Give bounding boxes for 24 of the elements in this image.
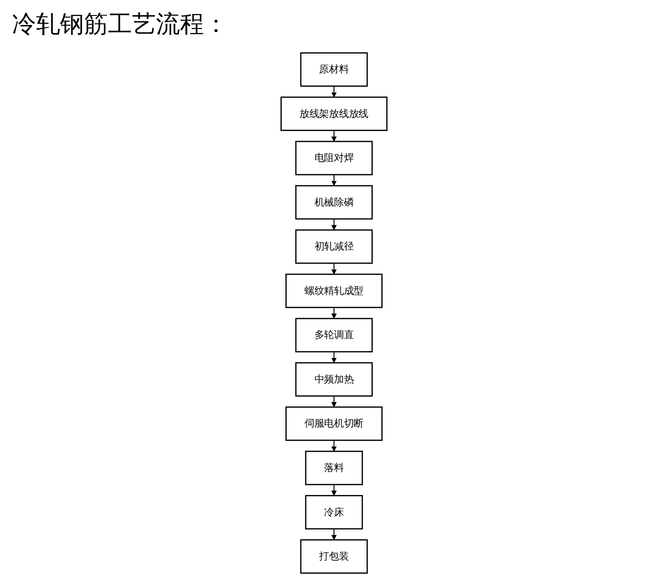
node-box: 螺纹精轧成型 (285, 274, 383, 308)
node-box: 原材料 (300, 52, 368, 87)
arrow (331, 440, 337, 452)
arrow (331, 396, 337, 408)
node-box: 伺服电机切断 (285, 406, 383, 441)
arrow (331, 130, 337, 142)
arrow (331, 351, 337, 364)
node-box: 机械除磷 (295, 185, 373, 220)
arrow (331, 528, 337, 540)
node-box: 打包装 (300, 539, 368, 574)
diagram-title: 冷轧钢筋工艺流程： (11, 9, 229, 40)
node-box: 多轮调直 (295, 318, 373, 352)
arrow (331, 86, 337, 98)
node-box: 中频加热 (295, 362, 373, 397)
node-box: 冷床 (305, 495, 363, 530)
arrow (331, 307, 337, 319)
node-box: 初轧减径 (295, 229, 373, 264)
arrow (331, 484, 337, 496)
node-box: 放线架放线放线 (280, 96, 388, 131)
arrow (331, 262, 337, 274)
arrow (331, 218, 337, 230)
node-box: 电阻对焊 (295, 140, 373, 176)
node-box: 落料 (305, 450, 363, 486)
arrow (331, 174, 337, 186)
